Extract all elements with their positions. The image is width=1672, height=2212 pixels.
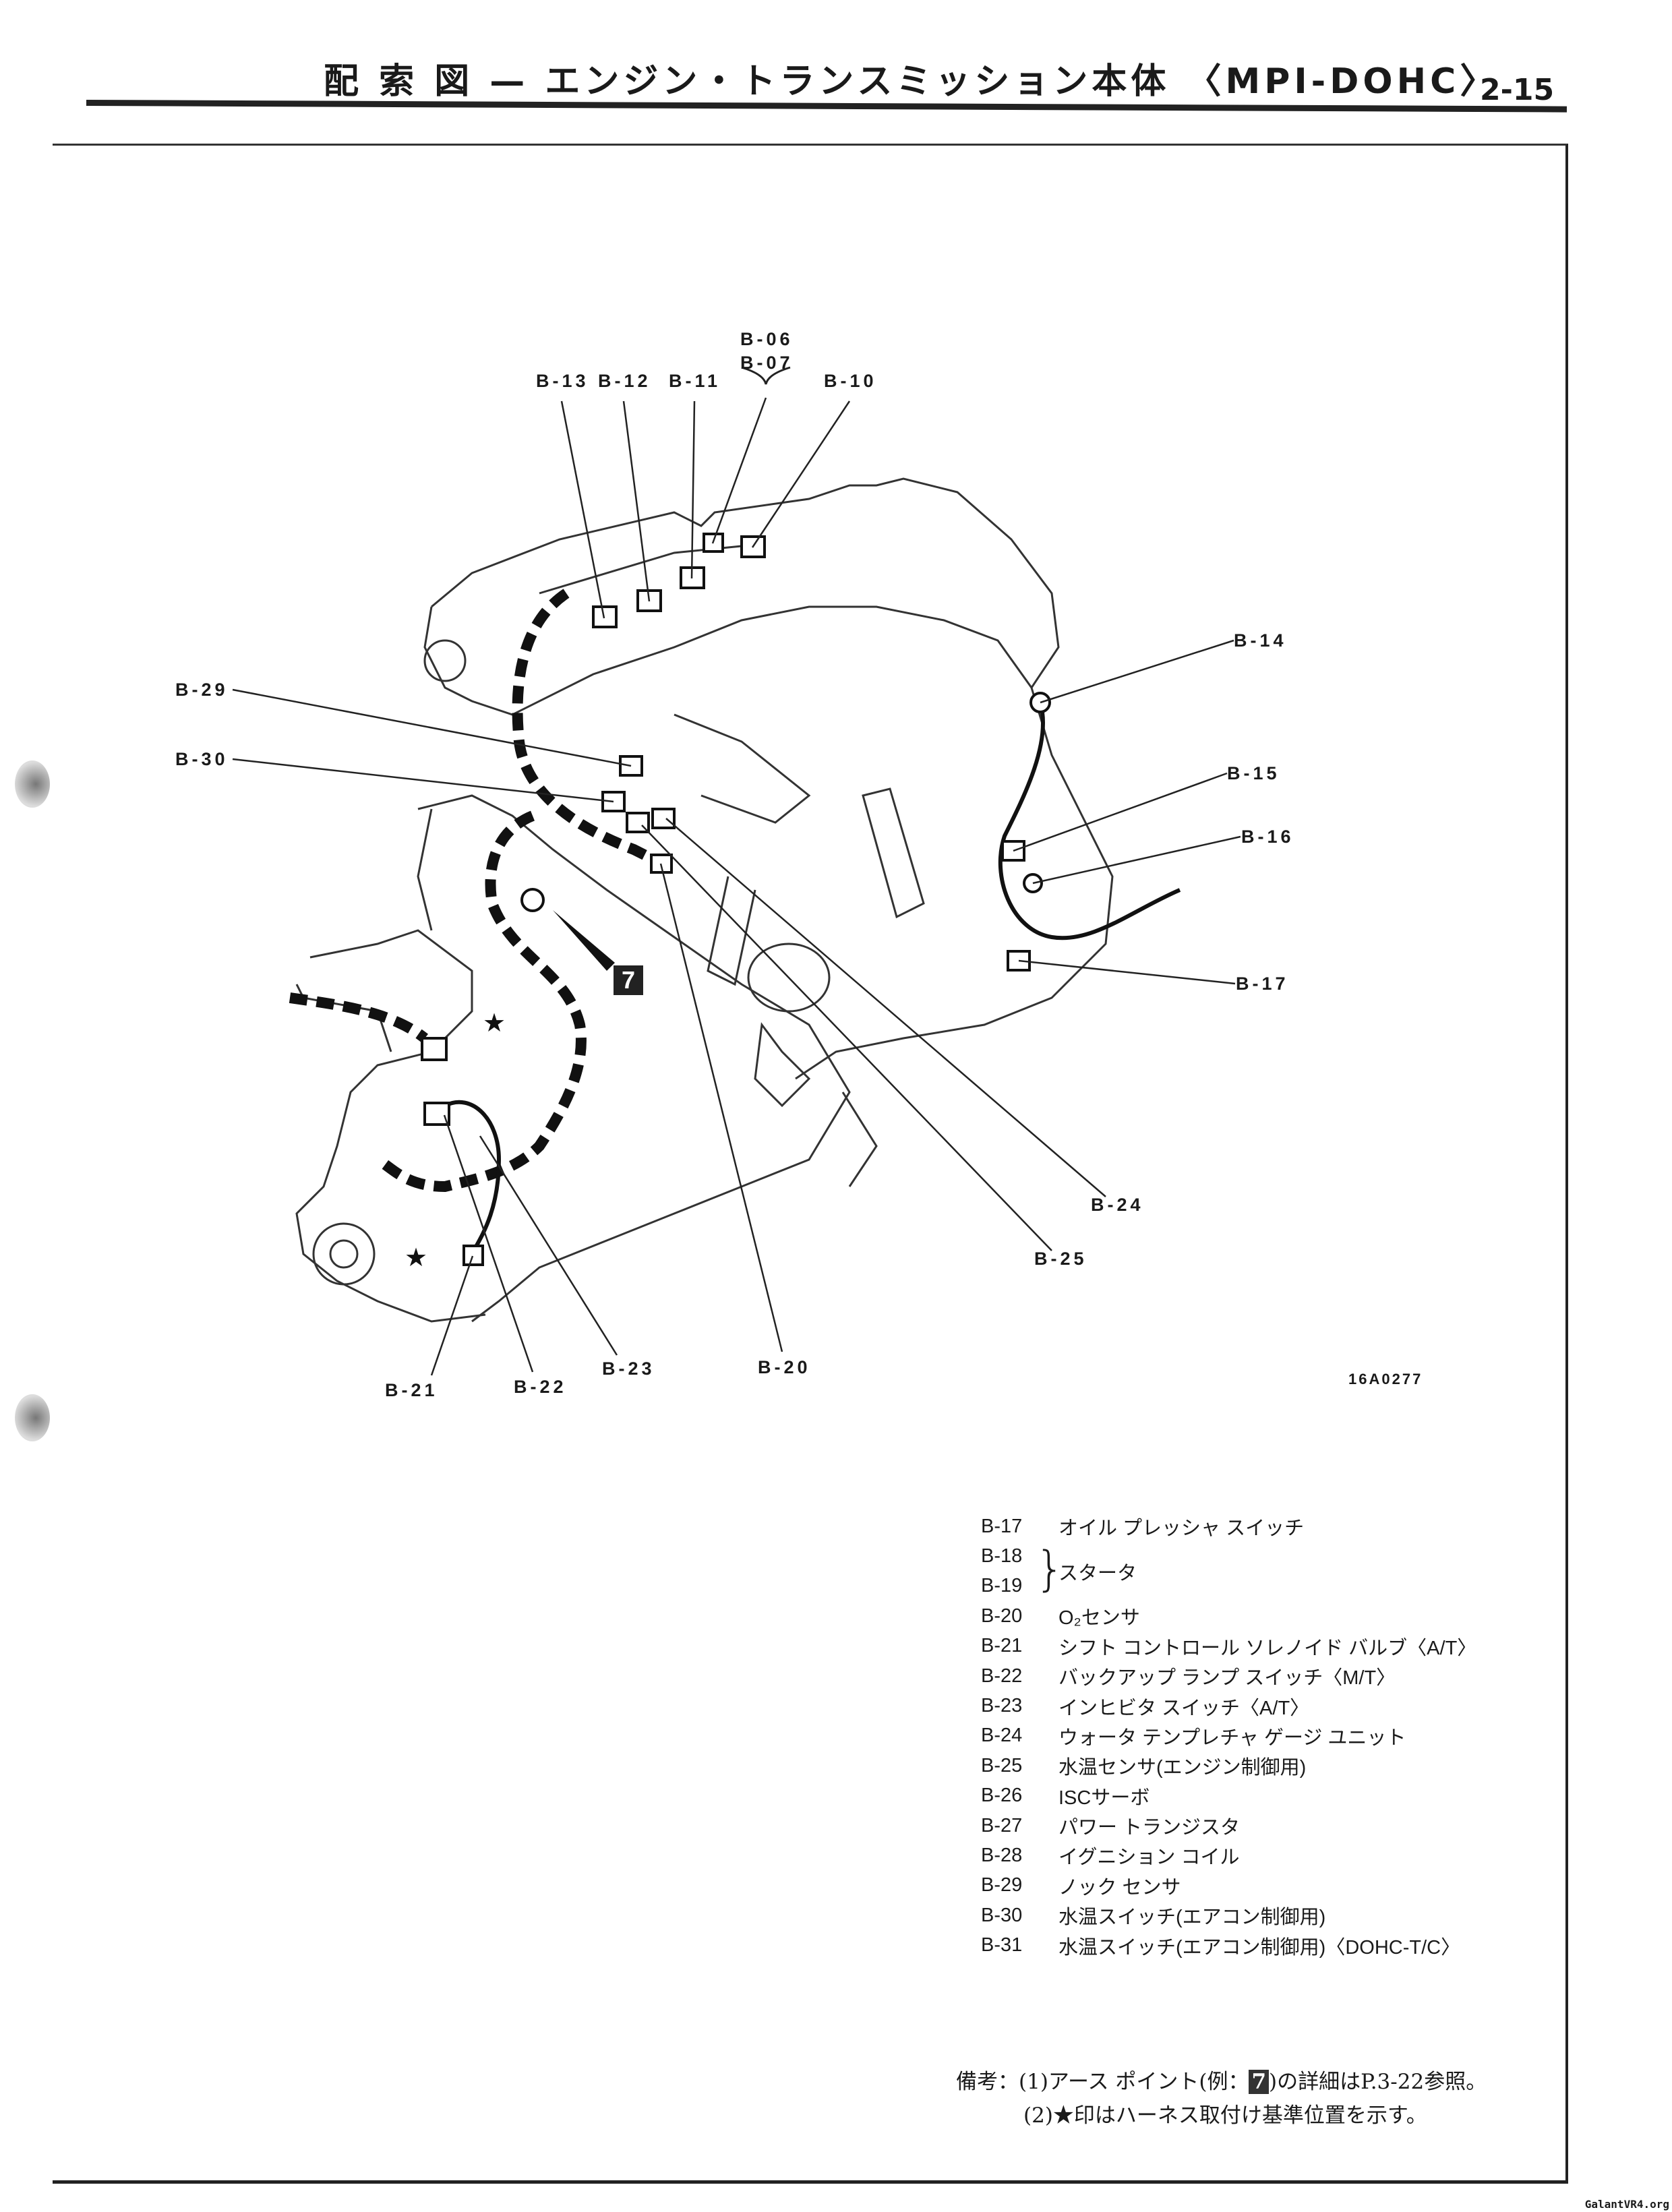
note-1: 備考：(1)アース ポイント(例：7)の詳細はP.3-22参照。 <box>956 2070 1487 2094</box>
label-b12: B-12 <box>598 371 651 391</box>
star-icon: ★ <box>405 1243 427 1272</box>
label-b06: B-06 <box>740 329 794 349</box>
label-b17: B-17 <box>1236 974 1289 994</box>
label-b07: B-07 <box>740 353 794 373</box>
wiring-harness <box>289 589 1181 1255</box>
earth-point-pointer <box>553 910 615 971</box>
leader-lines <box>232 397 1241 1376</box>
label-b15: B-15 <box>1227 763 1280 783</box>
brace <box>741 366 791 385</box>
star-icon: ★ <box>483 1008 506 1038</box>
page-title: 配 索 図 — エンジン・トランスミッション本体 〈MPI-DOHC〉 <box>324 61 1499 102</box>
page-number: 2-15 <box>1480 73 1555 107</box>
label-b11: B-11 <box>669 371 721 391</box>
label-b16: B-16 <box>1241 827 1294 847</box>
label-b24: B-24 <box>1091 1195 1144 1215</box>
earth-point-badge: 7 <box>614 965 643 995</box>
connectors <box>421 533 1051 1266</box>
label-b20: B-20 <box>758 1357 811 1377</box>
page-frame <box>53 144 1568 2184</box>
figure-id: 16A0277 <box>1348 1371 1423 1387</box>
label-b25: B-25 <box>1034 1249 1087 1269</box>
watermark: GalantVR4.org <box>1584 2198 1669 2211</box>
label-b22: B-22 <box>514 1377 567 1397</box>
legend-row: B-19 <box>981 1575 1023 1597</box>
label-b21: B-21 <box>385 1380 438 1400</box>
engine-outline <box>295 477 1114 1323</box>
label-b30: B-30 <box>175 749 229 769</box>
label-b14: B-14 <box>1234 630 1287 651</box>
binder-hole <box>15 760 50 808</box>
note-2: (2)★印はハーネス取付け基準位置を示す。 <box>1023 2103 1427 2128</box>
label-b29: B-29 <box>175 680 229 700</box>
label-b23: B-23 <box>602 1358 655 1379</box>
binder-hole <box>15 1394 50 1441</box>
label-b10: B-10 <box>824 371 877 391</box>
legend-brace: } <box>1035 1541 1065 1596</box>
label-b13: B-13 <box>536 371 589 391</box>
